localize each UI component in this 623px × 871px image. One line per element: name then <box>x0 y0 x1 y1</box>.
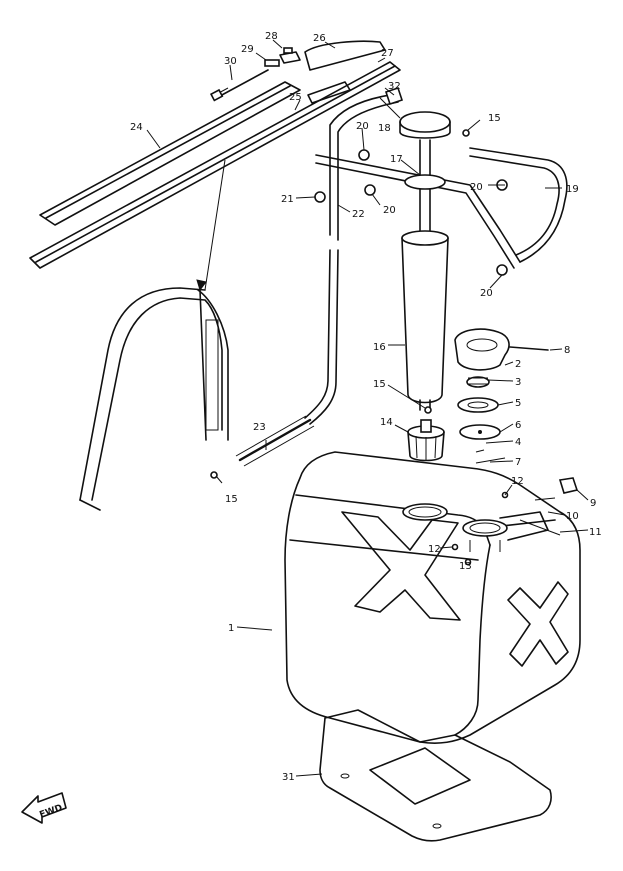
callout-12a: 12 <box>511 476 524 487</box>
callout-28: 28 <box>265 31 278 42</box>
callout-15c: 15 <box>225 494 238 505</box>
callout-16: 16 <box>373 342 386 353</box>
callout-18: 18 <box>378 123 391 134</box>
callout-21: 21 <box>281 194 294 205</box>
fuel-filter <box>407 419 445 462</box>
callout-4: 4 <box>515 437 521 448</box>
callout-15b: 15 <box>373 379 386 390</box>
leader-lines <box>146 39 589 777</box>
callout-5: 5 <box>515 398 521 409</box>
callout-11: 11 <box>589 527 602 538</box>
callout-24: 24 <box>130 122 143 133</box>
callout-8: 8 <box>564 345 570 356</box>
callout-13: 13 <box>459 561 472 572</box>
callout-19: 19 <box>566 184 579 195</box>
callout-26: 26 <box>313 33 326 44</box>
bolt <box>209 69 269 102</box>
callout-3: 3 <box>515 377 521 388</box>
callout-7: 7 <box>515 457 521 468</box>
fuel-hoses <box>235 94 568 467</box>
callout-25: 25 <box>289 92 302 103</box>
callout-20a: 20 <box>356 121 369 132</box>
callout-2: 2 <box>515 359 521 370</box>
callout-labels: 1 2 3 5 6 4 7 8 9 10 11 12 12 13 14 15 1… <box>130 31 602 783</box>
callout-32: 32 <box>388 81 401 92</box>
tank-strap-band <box>79 159 229 511</box>
fuel-cap-stack <box>454 328 549 464</box>
fwd-label: FWD <box>38 803 64 820</box>
callout-9: 9 <box>590 498 596 509</box>
callout-15a: 15 <box>488 113 501 124</box>
callout-1: 1 <box>228 623 234 634</box>
callout-17: 17 <box>390 154 403 165</box>
fuel-tank <box>284 451 581 744</box>
callout-20b: 20 <box>470 182 483 193</box>
callout-14: 14 <box>380 417 393 428</box>
callout-22: 22 <box>352 209 365 220</box>
strap-assembly <box>29 40 401 269</box>
callout-20d: 20 <box>480 288 493 299</box>
callout-30: 30 <box>224 56 237 67</box>
callout-20c: 20 <box>383 205 396 216</box>
callout-27: 27 <box>381 48 394 59</box>
callout-23: 23 <box>253 422 266 433</box>
forward-arrow-icon: FWD <box>21 792 67 824</box>
callout-12b: 12 <box>428 544 441 555</box>
callout-29: 29 <box>241 44 254 55</box>
callout-10: 10 <box>566 511 579 522</box>
mounting-plate <box>319 709 552 842</box>
callout-6: 6 <box>515 420 521 431</box>
fuel-gauge-assembly <box>399 111 451 411</box>
callout-31: 31 <box>282 772 295 783</box>
